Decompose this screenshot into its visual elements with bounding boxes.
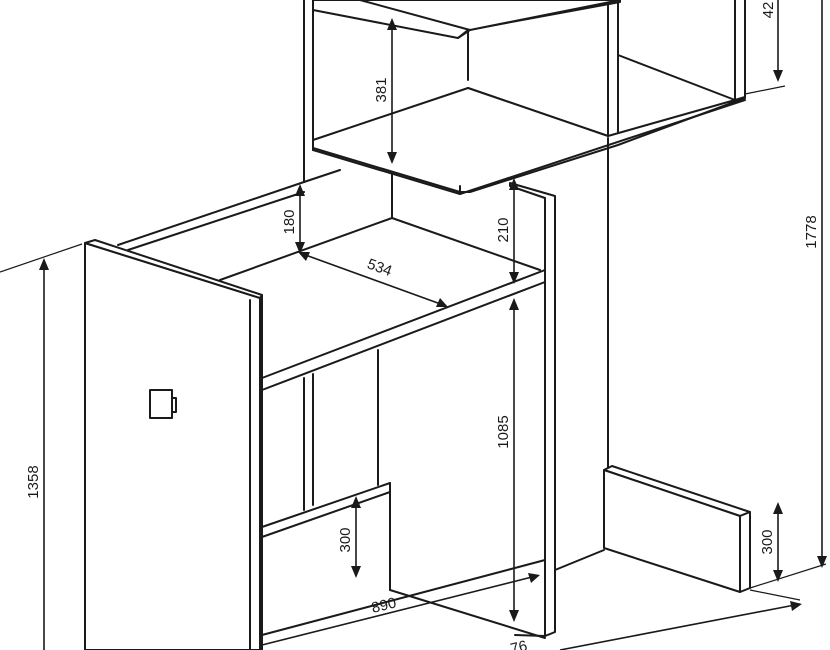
- dimension-42: 42: [744, 0, 786, 95]
- upper-cabinet: [303, 0, 746, 195]
- dimension-label-1778: 1778: [803, 215, 820, 248]
- dimension-label-210: 210: [495, 217, 512, 242]
- dimension-1085: 1085: [495, 298, 519, 622]
- left-door: [84, 242, 261, 650]
- dimension-180: 180: [281, 184, 305, 254]
- wall-plinth: [554, 465, 751, 593]
- dimension-label-890: 890: [370, 594, 398, 617]
- door-handle: [149, 389, 173, 419]
- inner-plinth: [261, 482, 391, 538]
- dimension-381: 381: [373, 18, 397, 164]
- middle-shelf: [261, 269, 546, 391]
- dimension-label-381: 381: [373, 77, 390, 102]
- dimension-534: 534: [298, 252, 448, 307]
- dimension-label-534: 534: [365, 256, 394, 281]
- dimension-bottom-partial: 76: [509, 589, 802, 650]
- dimension-label-42: 42: [760, 2, 777, 19]
- dimension-890: 890: [261, 573, 540, 646]
- dimension-1358: 1358: [0, 243, 83, 650]
- dimension-300-side: 300: [759, 502, 783, 582]
- dimension-1778: 1778: [749, 0, 827, 589]
- dimension-label-bottom-partial: 76: [509, 637, 529, 650]
- base-cabinet: [84, 169, 556, 650]
- dimension-label-180: 180: [281, 209, 298, 234]
- dimension-label-300-side: 300: [759, 529, 776, 554]
- dimension-300-front: 300: [337, 496, 361, 578]
- dimension-label-1358: 1358: [25, 465, 42, 498]
- dimension-label-300-front: 300: [337, 527, 354, 552]
- upper-cabinet-bottom-shelf: [312, 87, 746, 193]
- dimension-210: 210: [495, 178, 519, 284]
- dimension-label-1085: 1085: [495, 415, 512, 448]
